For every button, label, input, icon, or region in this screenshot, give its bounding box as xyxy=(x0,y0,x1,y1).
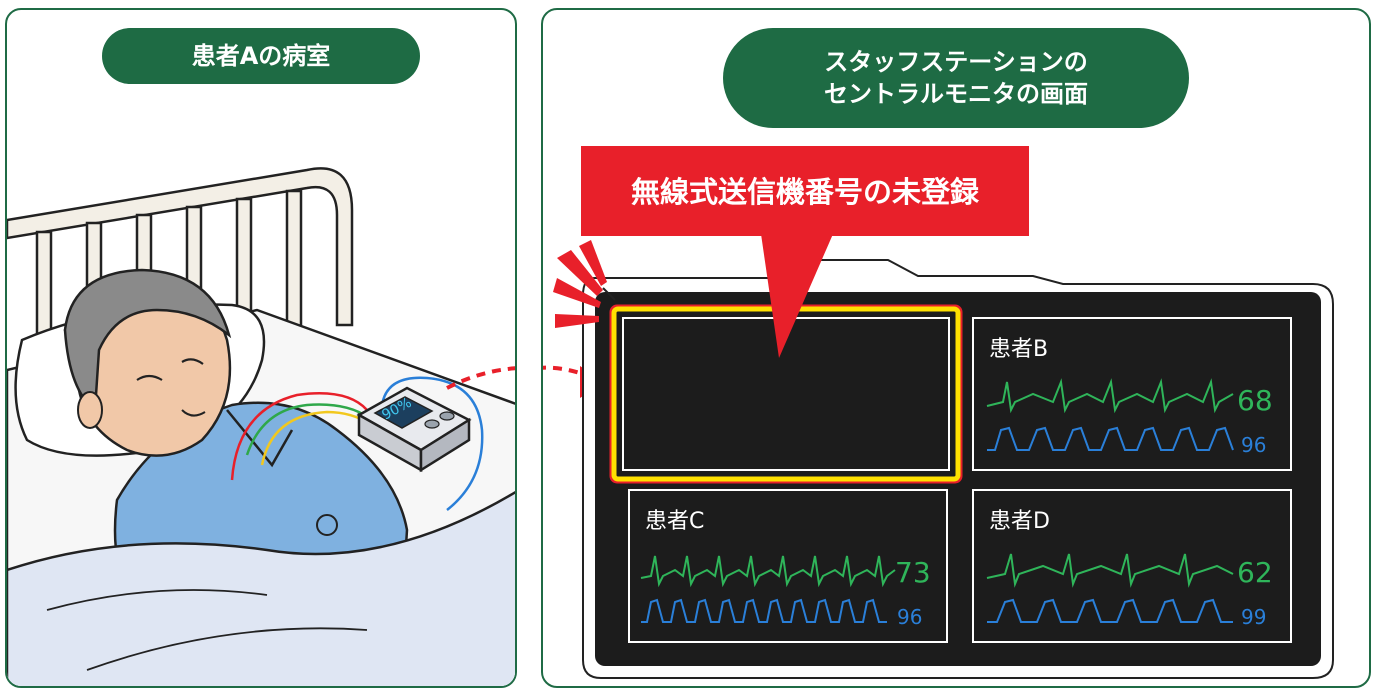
unregistered-transmitter-callout: 無線式送信機番号の未登録 xyxy=(581,146,1029,358)
patient-room-panel: 90% 患者Aの病室 xyxy=(5,8,517,688)
patient-b-name: 患者B xyxy=(989,337,1048,362)
patient-bed-illustration: 90% xyxy=(7,167,515,686)
patient-d-ecg-wave xyxy=(986,553,1234,588)
wireless-transmitter: 90% xyxy=(356,386,472,473)
patient-c-spo2-wave xyxy=(641,598,887,623)
patient-d-name: 患者D xyxy=(989,509,1050,534)
patient-d-heart-rate: 62 xyxy=(1237,556,1273,589)
blanket xyxy=(7,490,515,686)
patient-c-heart-rate: 73 xyxy=(895,556,931,589)
patient-c-spo2: 96 xyxy=(897,605,922,629)
patient-b-heart-rate: 68 xyxy=(1237,384,1273,417)
monitor-tile-patient-c: 患者C 73 96 xyxy=(628,489,948,643)
alert-burst-pointer xyxy=(602,287,616,301)
patient-room-title: 患者Aの病室 xyxy=(102,28,420,84)
patient-b-spo2-wave xyxy=(987,426,1234,451)
monitor-tile-patient-b: 患者B 68 96 xyxy=(972,317,1292,471)
central-monitor-title: スタッフステーションの セントラルモニタの画面 xyxy=(723,28,1189,128)
central-monitor-panel: 患者B 68 96 患者C 73 96 患者D 62 99 xyxy=(541,8,1371,688)
alert-burst-icon xyxy=(553,240,607,328)
central-monitor-illustration: 患者B 68 96 患者C 73 96 患者D 62 99 xyxy=(543,146,1334,679)
monitor-tile-patient-d: 患者D 62 99 xyxy=(972,489,1292,643)
patient-c-name: 患者C xyxy=(645,509,704,534)
patient-b-spo2: 96 xyxy=(1241,433,1266,457)
signal-arrow xyxy=(446,366,515,390)
patient-d-spo2-wave xyxy=(987,598,1233,623)
patient-d-spo2: 99 xyxy=(1241,605,1266,629)
patient-c-ecg-wave xyxy=(640,555,896,588)
patient-b-ecg-wave xyxy=(986,378,1234,414)
alert-text: 無線式送信機番号の未登録 xyxy=(631,175,980,209)
patient-head xyxy=(63,268,232,457)
